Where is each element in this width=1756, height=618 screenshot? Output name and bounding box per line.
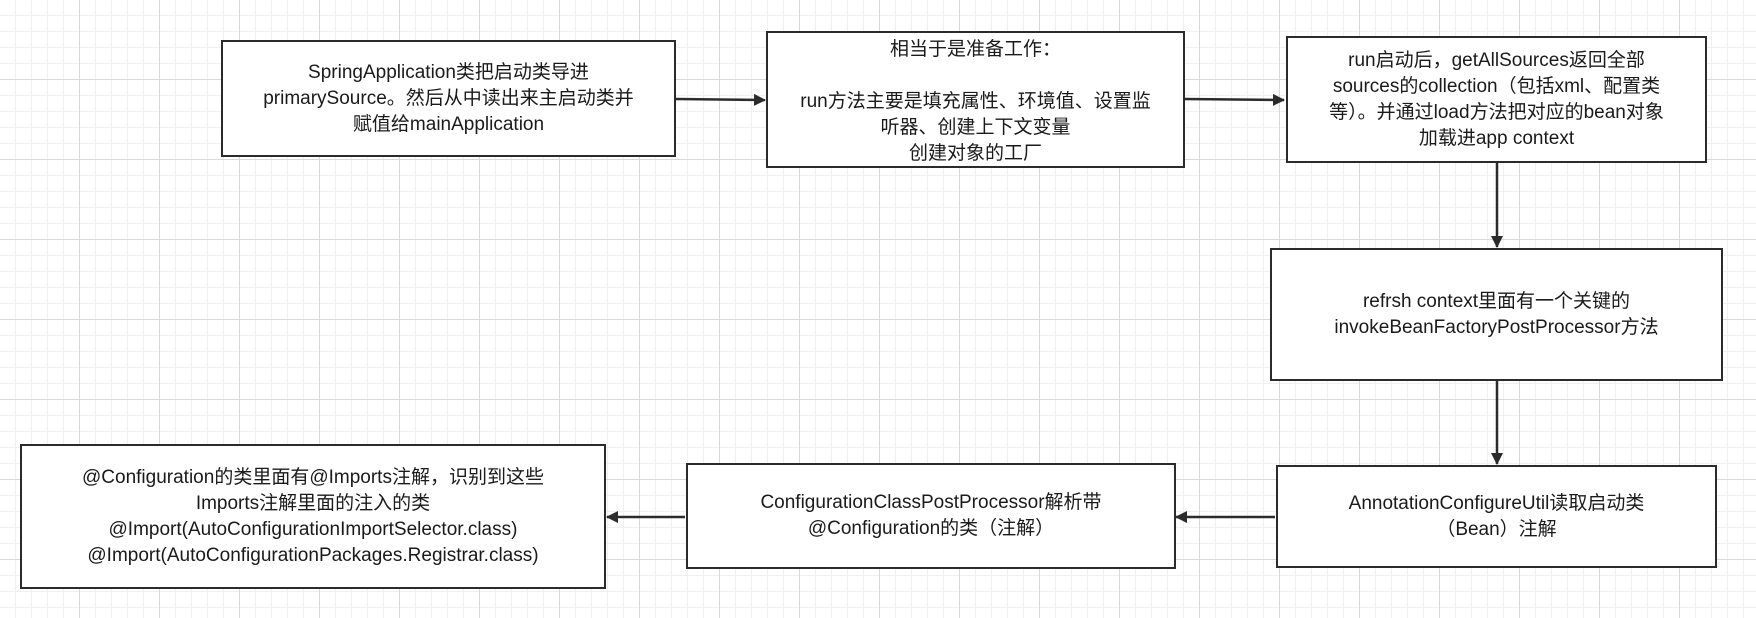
node-refresh-context[interactable]: refrsh context里面有一个关键的 invokeBeanFactory… [1270, 248, 1723, 381]
node-preparation[interactable]: 相当于是准备工作： run方法主要是填充属性、环境值、设置监 听器、创建上下文变… [766, 31, 1185, 168]
node-configuration-imports[interactable]: @Configuration的类里面有@Imports注解，识别到这些 Impo… [20, 444, 606, 589]
node-preparation-text: 相当于是准备工作： run方法主要是填充属性、环境值、设置监 听器、创建上下文变… [800, 39, 1151, 164]
node-configuration-imports-text: @Configuration的类里面有@Imports注解，识别到这些 Impo… [82, 466, 544, 566]
node-spring-application[interactable]: SpringApplication类把启动类导进 primarySource。然… [221, 40, 676, 157]
arrow-spring-to-preparation [675, 93, 766, 106]
node-refresh-context-text: refrsh context里面有一个关键的 invokeBeanFactory… [1334, 290, 1659, 338]
node-annotation-configure-util-text: AnnotationConfigureUtil读取启动类 （Bean）注解 [1348, 492, 1645, 540]
node-spring-application-text: SpringApplication类把启动类导进 primarySource。然… [263, 61, 634, 135]
node-configuration-class-post-processor-text: ConfigurationClassPostProcessor解析带 @Conf… [760, 492, 1102, 539]
node-run-started-text: run启动后，getAllSources返回全部 sources的collect… [1329, 49, 1664, 149]
node-run-started[interactable]: run启动后，getAllSources返回全部 sources的collect… [1286, 36, 1707, 163]
arrow-preparation-to-run [1184, 93, 1285, 106]
node-annotation-configure-util[interactable]: AnnotationConfigureUtil读取启动类 （Bean）注解 [1276, 465, 1717, 568]
node-configuration-class-post-processor[interactable]: ConfigurationClassPostProcessor解析带 @Conf… [686, 463, 1176, 569]
